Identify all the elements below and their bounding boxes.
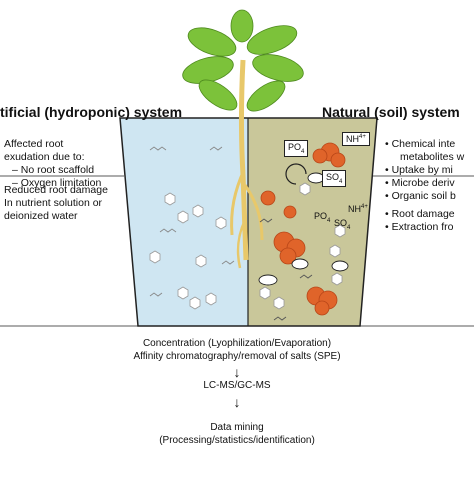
root-branch (230, 169, 246, 236)
so4-label: SO4 (334, 218, 351, 231)
workflow-step-data-mining: Data mining (210, 422, 264, 433)
leaf (187, 27, 237, 57)
soil-squiggles (259, 218, 313, 321)
soil-header: Natural (soil) system (322, 104, 460, 120)
note-line: In nutrient solution or (4, 197, 103, 209)
note-line: Reduced root damage (4, 184, 108, 196)
note-bullet: • Microbe deriv (385, 177, 455, 189)
note-bullet: • Root damage (385, 208, 455, 220)
workflow-step-concentration: Concentration (Lyophilization/Evaporatio… (142, 338, 332, 349)
po4-label: PO4 (314, 211, 331, 224)
leaf (246, 80, 286, 112)
nh4-box: NH4+ (342, 132, 370, 146)
metabolite-hexagons (149, 192, 227, 310)
note-bullet: • Organic soil b (385, 190, 456, 202)
down-arrow-icon: ↓ (233, 394, 241, 410)
note-line: Affected root (4, 138, 64, 150)
note-bullet: – No root scaffold (12, 164, 95, 176)
note-line: metabolites w (400, 151, 465, 163)
microbe-icon (258, 172, 349, 286)
leaf (246, 25, 298, 55)
squiggles (149, 146, 235, 297)
note-bullet: • Uptake by mi (385, 164, 453, 176)
root-branch (236, 219, 247, 269)
root-branch (243, 184, 264, 241)
leaf (198, 79, 238, 111)
soil-hexagons (259, 182, 346, 310)
note-bullet: • Chemical inte (385, 138, 456, 150)
note-bullet: • Extraction fro (385, 221, 454, 233)
workflow-step-lcms: LC-MS/GC-MS (203, 380, 271, 391)
workflow-step-spe: Affinity chromatography/removal of salts… (133, 351, 341, 362)
leaf (230, 9, 254, 43)
note-bullet: – Oxygen limitation (12, 177, 102, 189)
workflow-step-processing: (Processing/statistics/identification) (159, 435, 315, 446)
so4-box: SO4 (322, 170, 347, 187)
hydroponic-header: tificial (hydroponic) system (0, 104, 183, 120)
soil-clumps (260, 142, 346, 316)
nh4-label: NH4+ (348, 204, 368, 214)
cycle-arrow-icon (285, 163, 307, 185)
down-arrow-icon: ↓ (233, 364, 241, 380)
note-line: exudation due to: (4, 151, 85, 163)
note-line: deionized water (4, 210, 78, 222)
po4-box: PO4 (284, 140, 309, 157)
leaf (252, 54, 304, 82)
